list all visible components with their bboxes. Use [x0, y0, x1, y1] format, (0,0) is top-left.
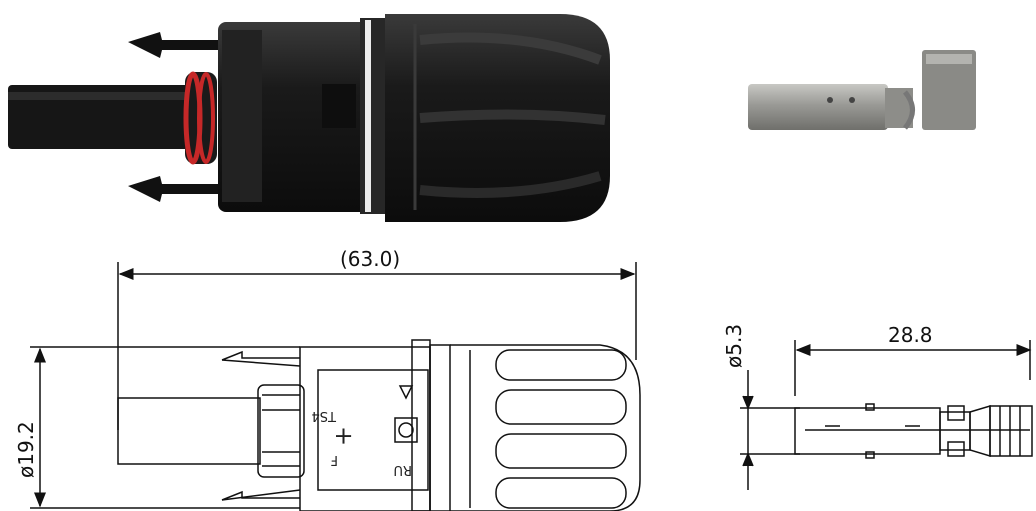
cable [8, 85, 208, 149]
connector-render [8, 14, 610, 222]
pin-crimp-tab [922, 50, 976, 130]
polarity-mark: + [330, 426, 358, 446]
suffix-mark: F [331, 452, 338, 467]
cap-nut [385, 14, 610, 222]
pin-drawing [740, 340, 1033, 490]
main-drawing [30, 262, 641, 511]
model-mark: TS4 [312, 408, 337, 423]
overall-length-label: (63.0) [340, 247, 400, 271]
diameter-label: ø19.2 [14, 421, 38, 478]
pin-diameter-label: ø5.3 [722, 324, 746, 368]
pin-length-label: 28.8 [888, 323, 933, 347]
o-ring [183, 71, 217, 165]
latch-lower-arrow [128, 176, 225, 202]
body-markings: TS4 + F RU [312, 408, 412, 477]
cert-mark: RU [393, 462, 412, 477]
pin-body [748, 84, 888, 130]
pin-render [748, 50, 976, 130]
connector-body [218, 18, 388, 214]
latch-upper-arrow [128, 32, 225, 58]
